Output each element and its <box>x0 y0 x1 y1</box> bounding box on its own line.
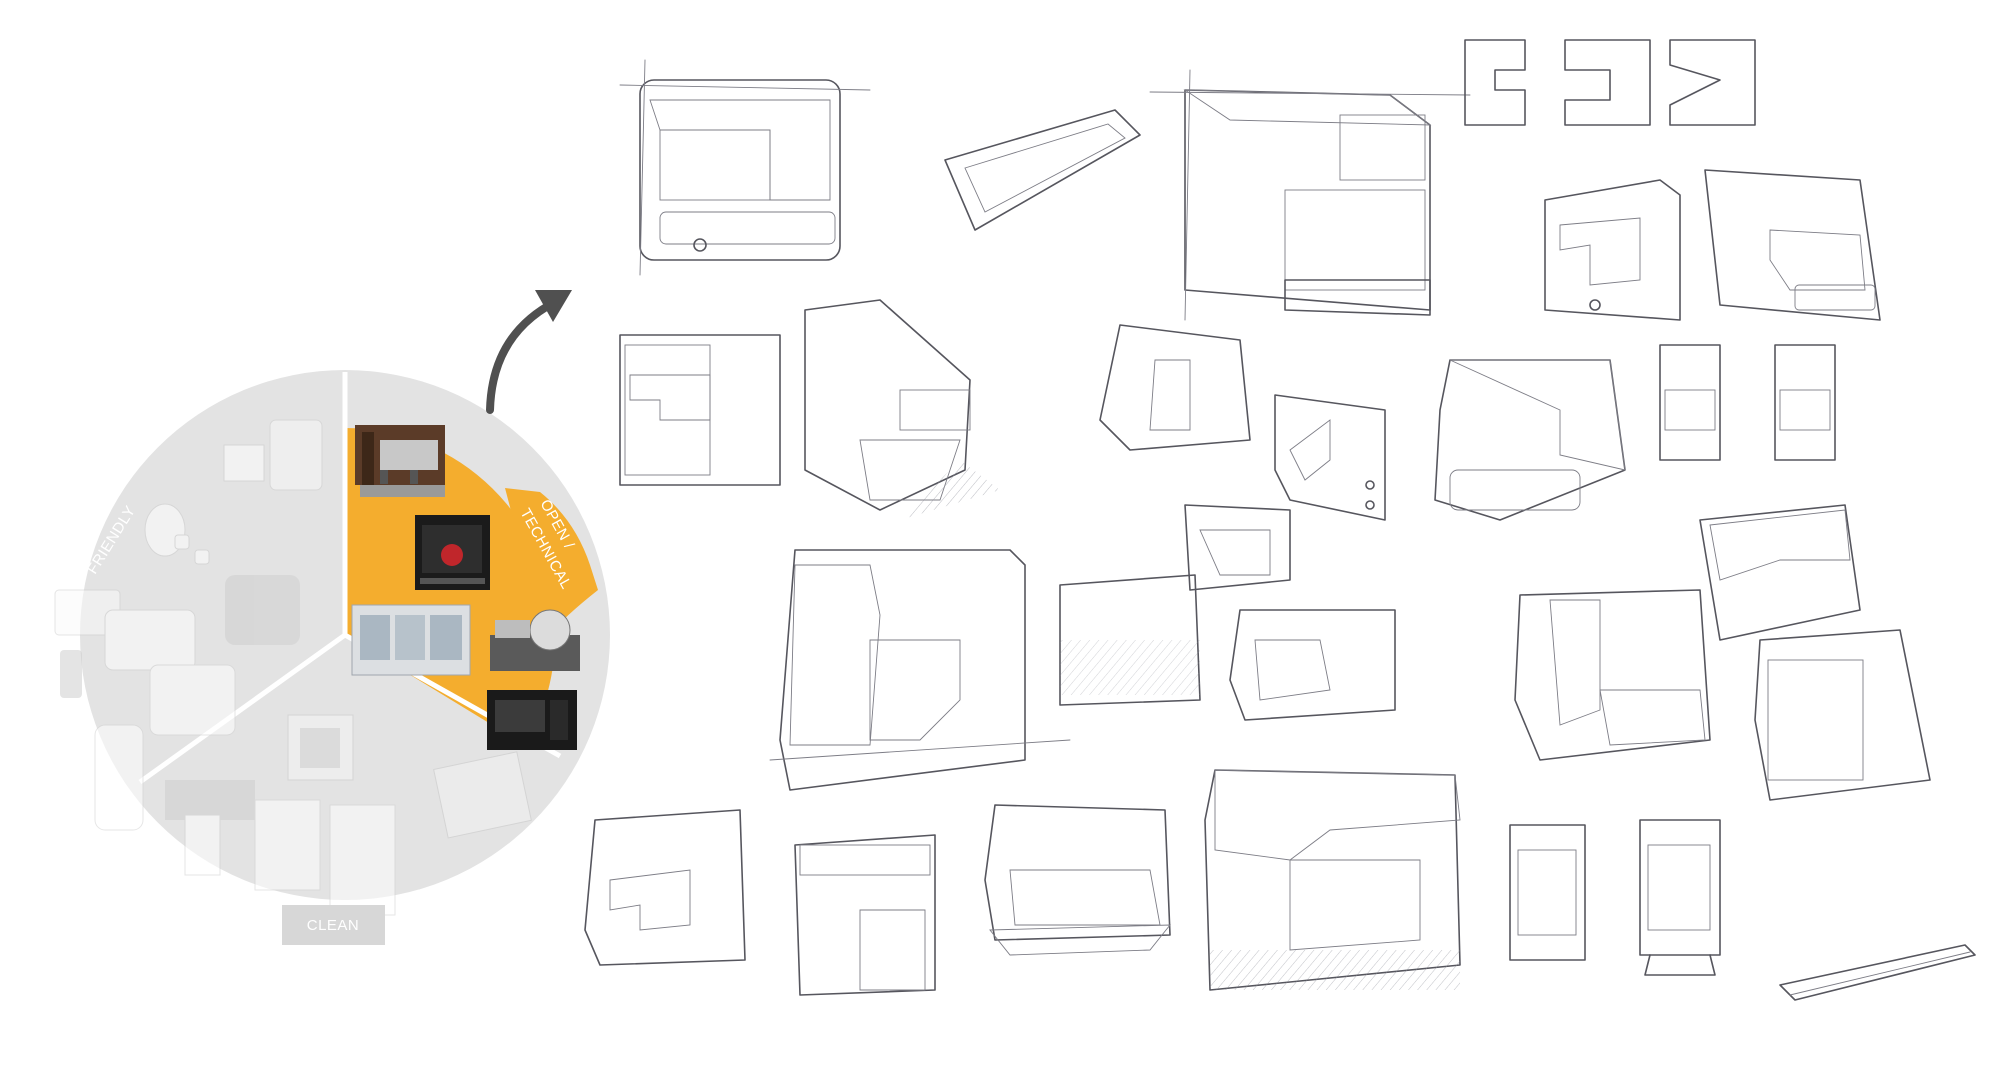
slicer-thumbnail <box>490 609 580 671</box>
coffee-machine-sketch <box>1514 589 1711 761</box>
coffee-machine-sketch <box>984 804 1171 956</box>
coffee-machine-sketch <box>584 809 746 966</box>
product-thumbnail <box>329 804 396 916</box>
product-thumbnail <box>94 724 144 831</box>
coffee-machine-sketch <box>1149 69 1471 321</box>
3d-printer-thumbnail <box>415 515 490 590</box>
coffee-machine-sketch <box>619 334 781 486</box>
product-thumbnail <box>174 534 190 550</box>
clean-label-tab <box>282 905 385 945</box>
coffee-machine-sketch <box>1229 609 1396 721</box>
segment-open-technical-tab <box>505 488 598 640</box>
side-profile-sketch <box>1509 819 1721 976</box>
coffee-machine-sketch <box>769 549 1071 791</box>
coffee-machine-sketch <box>1699 504 1861 641</box>
product-thumbnail <box>165 780 255 820</box>
product-thumbnail <box>149 664 236 736</box>
moodboard-wheel: FRIENDLY OPEN / TECHNICAL CLEAN <box>54 370 610 945</box>
coffee-machine-sketch <box>619 59 871 276</box>
coffee-machine-sketch <box>1099 324 1251 451</box>
coffee-machine-sketch <box>1204 769 1461 991</box>
coffee-machine-sketch <box>1184 504 1291 591</box>
coffee-machine-sketch <box>1704 169 1881 321</box>
capsule-holder-sketch <box>1464 39 1756 126</box>
product-thumbnail <box>194 549 210 565</box>
side-profile-sketch <box>1659 344 1836 461</box>
drip-tray-sketch <box>1779 944 1976 1001</box>
product-thumbnail <box>104 609 196 671</box>
industrial-printer-thumbnail <box>487 690 577 750</box>
concept-sketches <box>584 39 1976 1001</box>
coffee-machine-sketch <box>1754 629 1931 801</box>
coffee-machine-sketch <box>1274 394 1386 521</box>
product-thumbnail <box>60 650 82 698</box>
coffee-machine-sketch <box>794 834 936 996</box>
friendly-product-thumbnails <box>54 419 323 831</box>
espresso-machine-thumbnail <box>355 425 445 497</box>
segment-label-clean: CLEAN <box>307 917 360 934</box>
product-thumbnail <box>433 751 532 839</box>
coffee-machine-sketch <box>1434 359 1626 521</box>
drip-tray-sketch <box>944 109 1141 231</box>
product-thumbnail <box>225 575 300 645</box>
product-thumbnail <box>300 728 340 768</box>
curved-arrow-icon <box>486 290 572 414</box>
lab-instrument-thumbnail <box>351 604 471 676</box>
clean-product-thumbnails <box>165 714 532 916</box>
coffee-machine-sketch <box>1544 179 1681 321</box>
product-thumbnail <box>269 419 323 491</box>
coffee-machine-sketch <box>804 299 1000 520</box>
product-thumbnail <box>254 799 321 891</box>
product-thumbnail <box>223 444 265 482</box>
segment-divider <box>138 632 347 785</box>
product-thumbnail <box>184 814 221 876</box>
technical-product-thumbnails <box>351 425 580 750</box>
coffee-machine-sketch <box>1059 574 1201 706</box>
